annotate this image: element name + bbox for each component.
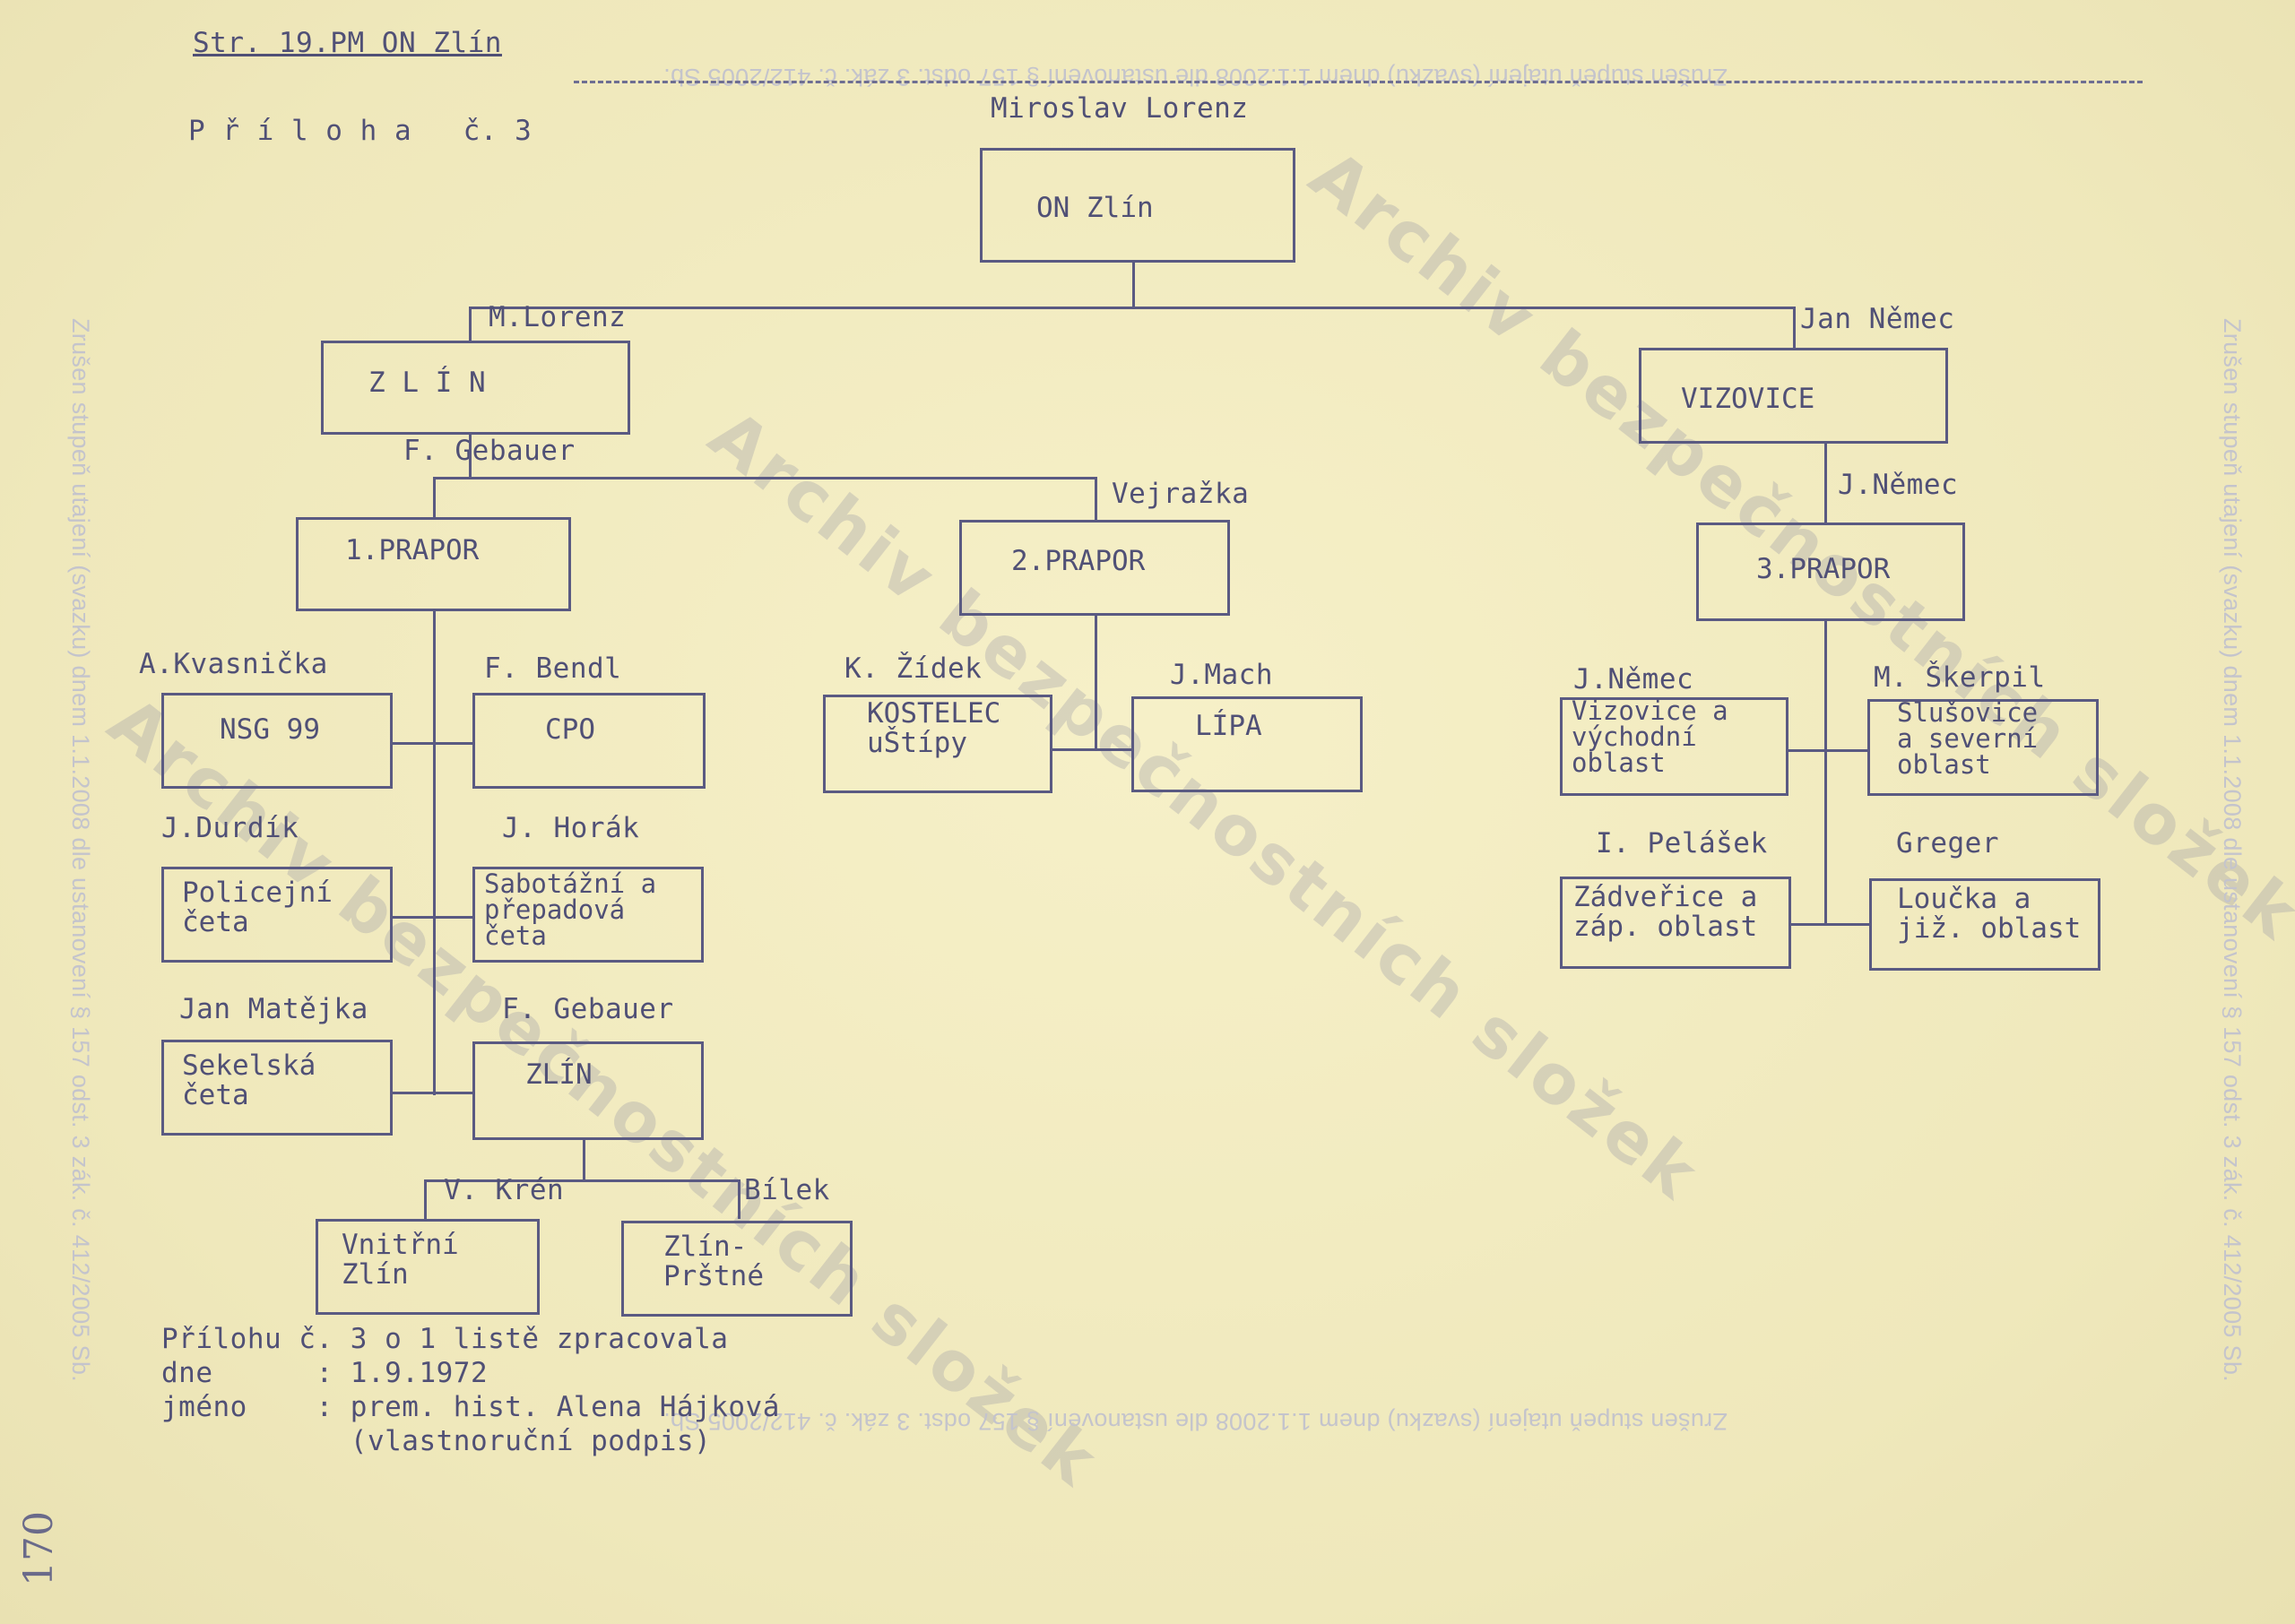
connector — [1788, 749, 1869, 752]
org-box-zlin-unit: ZLÍN — [472, 1041, 704, 1140]
connector — [424, 1179, 427, 1219]
connector — [469, 435, 472, 479]
leader-label: J. Horák — [502, 812, 640, 844]
leader-label: Bílek — [744, 1174, 830, 1206]
org-box-zlin-branch: Z L Í N — [321, 341, 630, 435]
classification-stamp: Zrušen stupeň utajení (svazku) dnem 1.1.… — [663, 1408, 1728, 1435]
org-box-cpo: CPO — [472, 693, 706, 789]
footer-line: jméno : prem. hist. Alena Hájková — [161, 1391, 780, 1423]
footer-line: (vlastnoruční podpis) — [161, 1425, 712, 1457]
leader-label: F. Bendl — [484, 652, 622, 685]
org-box-prapor-2: 2.PRAPOR — [959, 520, 1230, 616]
leader-label: I. Pelášek — [1596, 827, 1768, 860]
document-reference: Str. 19.PM ON Zlín — [193, 27, 502, 59]
leader-label: J.Mach — [1170, 659, 1273, 691]
connector — [433, 477, 1097, 479]
leader-label: Vejražka — [1112, 478, 1250, 510]
org-box-vizovice-vychodni: Vizovice a východní oblast — [1560, 697, 1788, 796]
leader-label: F. Gebauer — [403, 435, 576, 467]
leader-label: Greger — [1896, 827, 1999, 860]
connector — [392, 1092, 474, 1094]
footer-line: dne : 1.9.1972 — [161, 1357, 489, 1389]
connector — [469, 307, 472, 342]
header-dashed-rule — [574, 81, 2143, 83]
classification-stamp: Zrušen stupeň utajení (svazku) dnem 1.1.… — [67, 318, 94, 1382]
org-box-zadverice-zapadni: Zádveřice a záp. oblast — [1560, 877, 1791, 969]
connector — [469, 307, 1796, 309]
connector — [1051, 748, 1133, 751]
connector — [1793, 307, 1796, 350]
connector — [1095, 616, 1097, 750]
leader-label: Jan Němec — [1800, 303, 1955, 335]
org-box-sekelska-ceta: Sekelská četa — [161, 1040, 393, 1136]
connector — [1791, 923, 1871, 926]
org-box-loucka-jizni: Loučka a již. oblast — [1869, 878, 2100, 971]
leader-label: M.Lorenz — [489, 301, 627, 333]
leader-label: J.Durdík — [161, 812, 299, 844]
leader-label: J.Němec — [1838, 469, 1959, 501]
connector — [1095, 477, 1097, 520]
leader-label: A.Kvasnička — [139, 648, 328, 680]
connector — [433, 477, 436, 517]
connector — [583, 1140, 585, 1181]
leader-label: M. Škerpil — [1874, 661, 2046, 694]
attachment-title: P ř í l o h a č. 3 — [188, 115, 533, 147]
org-box-on-zlin: ON Zlín — [980, 148, 1295, 263]
connector — [433, 611, 436, 1095]
org-box-policejni-ceta: Policejní četa — [161, 867, 393, 963]
connector — [392, 916, 474, 919]
leader-label: F. Gebauer — [502, 993, 674, 1025]
org-box-kostelec: KOSTELEC uŠtípy — [823, 695, 1052, 793]
leader-label: Jan Matějka — [179, 993, 368, 1025]
org-box-nsg-99: NSG 99 — [161, 693, 393, 789]
connector — [392, 742, 474, 745]
leader-label: K. Žídek — [844, 652, 983, 685]
org-box-lipa: LÍPA — [1131, 696, 1363, 792]
footer-line: Přílohu č. 3 o 1 listě zpracovala — [161, 1323, 729, 1355]
org-box-zlin-prstne: Zlín- Prštné — [621, 1221, 853, 1317]
classification-stamp: Zrušen stupeň utajení (svazku) dnem 1.1.… — [663, 64, 1728, 91]
classification-stamp: Zrušen stupeň utajení (svazku) dnem 1.1.… — [2219, 318, 2246, 1382]
org-box-sabotazni-ceta: Sabotážní a přepadová četa — [472, 867, 704, 963]
leader-label: V. Krén — [444, 1174, 565, 1206]
handwritten-page-number: 170 — [16, 1511, 62, 1586]
connector — [1824, 444, 1827, 524]
connector — [1824, 621, 1827, 926]
org-box-prapor-1: 1.PRAPOR — [296, 517, 571, 611]
connector — [1132, 262, 1135, 308]
org-box-vnitrni-zlin: Vnitřní Zlín — [316, 1219, 540, 1315]
connector — [738, 1179, 740, 1219]
connector — [424, 1179, 740, 1182]
leader-label: J.Němec — [1573, 663, 1694, 695]
org-box-prapor-3: 3.PRAPOR — [1696, 523, 1965, 621]
org-box-vizovice: VIZOVICE — [1639, 348, 1948, 444]
leader-label: Miroslav Lorenz — [991, 92, 1249, 125]
org-box-slusovice-severni: Slušovice a severní oblast — [1867, 699, 2099, 796]
